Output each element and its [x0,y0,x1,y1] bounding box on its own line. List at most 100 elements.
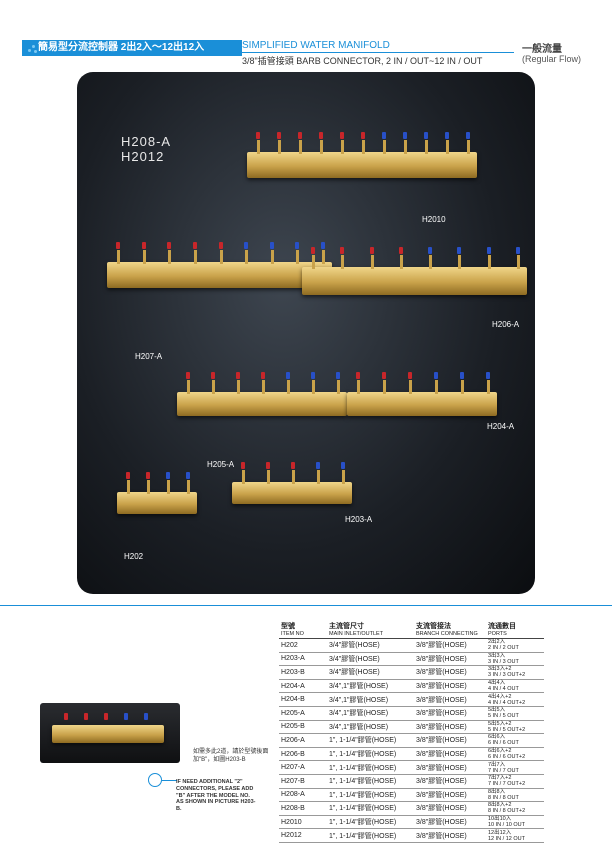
valve-stem [487,380,490,394]
valve-stem [296,250,300,264]
red-valve-handle [116,242,120,249]
section-divider [0,605,612,606]
header-en-title: SIMPLIFIED WATER MANIFOLD [242,40,514,53]
ports-en: 6 IN / 6 OUT [488,740,519,747]
red-valve-handle [311,247,315,254]
cell-item-no: H202 [279,638,327,653]
red-valve-handle [141,242,146,249]
ports-cn: 10出10入 [488,816,512,823]
ports-cn: 3出3入 [488,652,506,659]
ports-cn: 7出7入+2 [488,775,512,782]
blue-valve-handle [457,247,462,254]
valve-stem [168,250,172,264]
cell-main-inlet: 3/4",1"膠管(HOSE) [327,720,414,735]
label-h202: H202 [124,552,144,561]
red-valve-handle [369,247,374,254]
cell-item-no: H2010 [279,815,327,830]
red-valve-handle [356,372,360,379]
ports-en: 3 IN / 3 OUT [488,658,519,665]
valve-stem [517,255,520,269]
blue-valve-handle [166,472,170,479]
blue-valve-handle [516,247,520,254]
ports-en: 10 IN / 10 OUT [488,822,525,829]
ports-cn: 8出8入 [488,788,506,795]
valve-stem [362,140,365,154]
blue-valve-handle [124,713,128,720]
blue-valve-handle [424,132,428,139]
cell-branch: 3/8"膠管(HOSE) [414,774,486,789]
red-valve-handle [104,713,108,720]
header-title-bar: 簡易型分流控制器 2出2入～12出12入 [22,40,242,56]
cell-item-no: H203-B [279,665,327,680]
valve-stem [357,380,360,394]
blue-valve-handle [403,132,407,139]
red-valve-handle [266,462,270,469]
red-valve-handle [236,372,240,379]
ports-en: 2 IN / 2 OUT [488,645,519,652]
label-h207a: H207-A [135,352,163,361]
ports-en: 8 IN / 8 OUT [488,794,519,801]
red-valve-handle [256,132,260,139]
blue-valve-handle [341,462,345,469]
cell-main-inlet: 1", 1-1/4"膠管(HOSE) [327,733,414,748]
valve-stem [278,140,281,154]
valve-stem [270,250,274,264]
red-valve-handle [211,372,215,379]
red-valve-handle [340,132,344,139]
cell-branch: 3/8"膠管(HOSE) [414,828,486,843]
ports-cn: 5出5入+2 [488,720,512,727]
valve-stem [383,140,386,154]
blue-valve-handle [316,462,320,469]
ports-en: 7 IN / 7 OUT+2 [488,781,526,788]
valve-stem [147,480,150,494]
cell-main-inlet: 3/4",1"膠管(HOSE) [327,679,414,694]
cell-item-no: H207-A [279,760,327,775]
ports-en: 8 IN / 8 OUT+2 [488,808,526,815]
valve-stem [383,380,386,394]
leader-line [162,780,177,781]
cell-branch: 3/8"膠管(HOSE) [414,760,486,775]
red-valve-handle [361,132,365,139]
blue-valve-handle [269,242,274,249]
blue-valve-handle [445,132,449,139]
valve-stem [187,380,190,394]
red-valve-handle [277,132,281,139]
highlight-circle [148,773,162,787]
valve-stem [219,250,223,264]
note-cn: 如需多此2道，請於型號後面加"B"，如圖H203-B [193,749,269,763]
blue-valve-handle [434,372,438,379]
red-valve-handle [261,372,265,379]
cell-item-no: H208-B [279,801,327,816]
blue-valve-handle [311,372,315,379]
valve-stem [312,380,315,394]
valve-stem [262,380,265,394]
big-label-line2: H2012 [121,149,165,164]
cell-main-inlet: 1", 1-1/4"膠管(HOSE) [327,815,414,830]
red-valve-handle [167,242,172,249]
header-cn-title: 簡易型分流控制器 2出2入～12出12入 [38,42,205,53]
valve-stem [370,255,374,269]
cell-branch: 3/8"膠管(HOSE) [414,815,486,830]
cell-item-no: H207-B [279,774,327,789]
blue-valve-handle [486,247,491,254]
cell-main-inlet: 3/4"膠管(HOSE) [327,652,414,667]
valve-stem [458,255,462,269]
manifold-body [107,262,332,288]
cell-item-no: H206-A [279,733,327,748]
manifold-body [247,152,477,178]
blue-valve-handle [144,713,148,720]
cell-branch: 3/8"膠管(HOSE) [414,720,486,735]
ports-en: 5 IN / 5 OUT+2 [488,726,526,733]
